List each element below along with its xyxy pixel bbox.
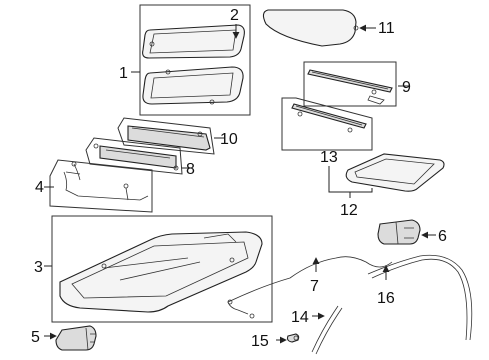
callout-1: 1 (119, 65, 128, 82)
guide-box (49, 159, 153, 213)
motor-right-part (377, 219, 421, 245)
callout-10: 10 (220, 131, 238, 148)
glass-group-box (139, 4, 251, 116)
deflector-part (307, 69, 393, 93)
rear-glass-part (262, 9, 357, 47)
deflector-box (303, 61, 397, 107)
frame-seal-part (345, 153, 445, 192)
callout-8: 8 (186, 161, 195, 178)
callout-6: 6 (438, 228, 447, 245)
frame-box (51, 215, 273, 323)
rail-box (117, 117, 215, 155)
callout-15: 15 (251, 333, 269, 350)
rear-rail-part (127, 125, 211, 151)
callout-2: 2 (230, 7, 239, 24)
callout-13: 13 (320, 149, 338, 166)
seal-part (291, 103, 367, 129)
sunroof-frame-part (59, 231, 263, 313)
sunshade-part (142, 66, 244, 105)
callout-16: 16 (377, 290, 395, 307)
callout-14: 14 (291, 309, 309, 326)
drain-hose-front (227, 256, 393, 303)
callout-12: 12 (340, 202, 358, 219)
motor-left-part (55, 325, 97, 351)
drain-hose-rear (367, 254, 473, 341)
clip-part (286, 333, 300, 343)
callout-4: 4 (35, 179, 44, 196)
crossmember-box (85, 137, 183, 175)
seal-box (281, 97, 373, 151)
callout-7: 7 (310, 278, 319, 295)
callout-3: 3 (34, 259, 43, 276)
callout-9: 9 (402, 79, 411, 96)
short-hose-part (311, 305, 339, 353)
callout-5: 5 (31, 329, 40, 346)
callout-11: 11 (378, 20, 395, 37)
